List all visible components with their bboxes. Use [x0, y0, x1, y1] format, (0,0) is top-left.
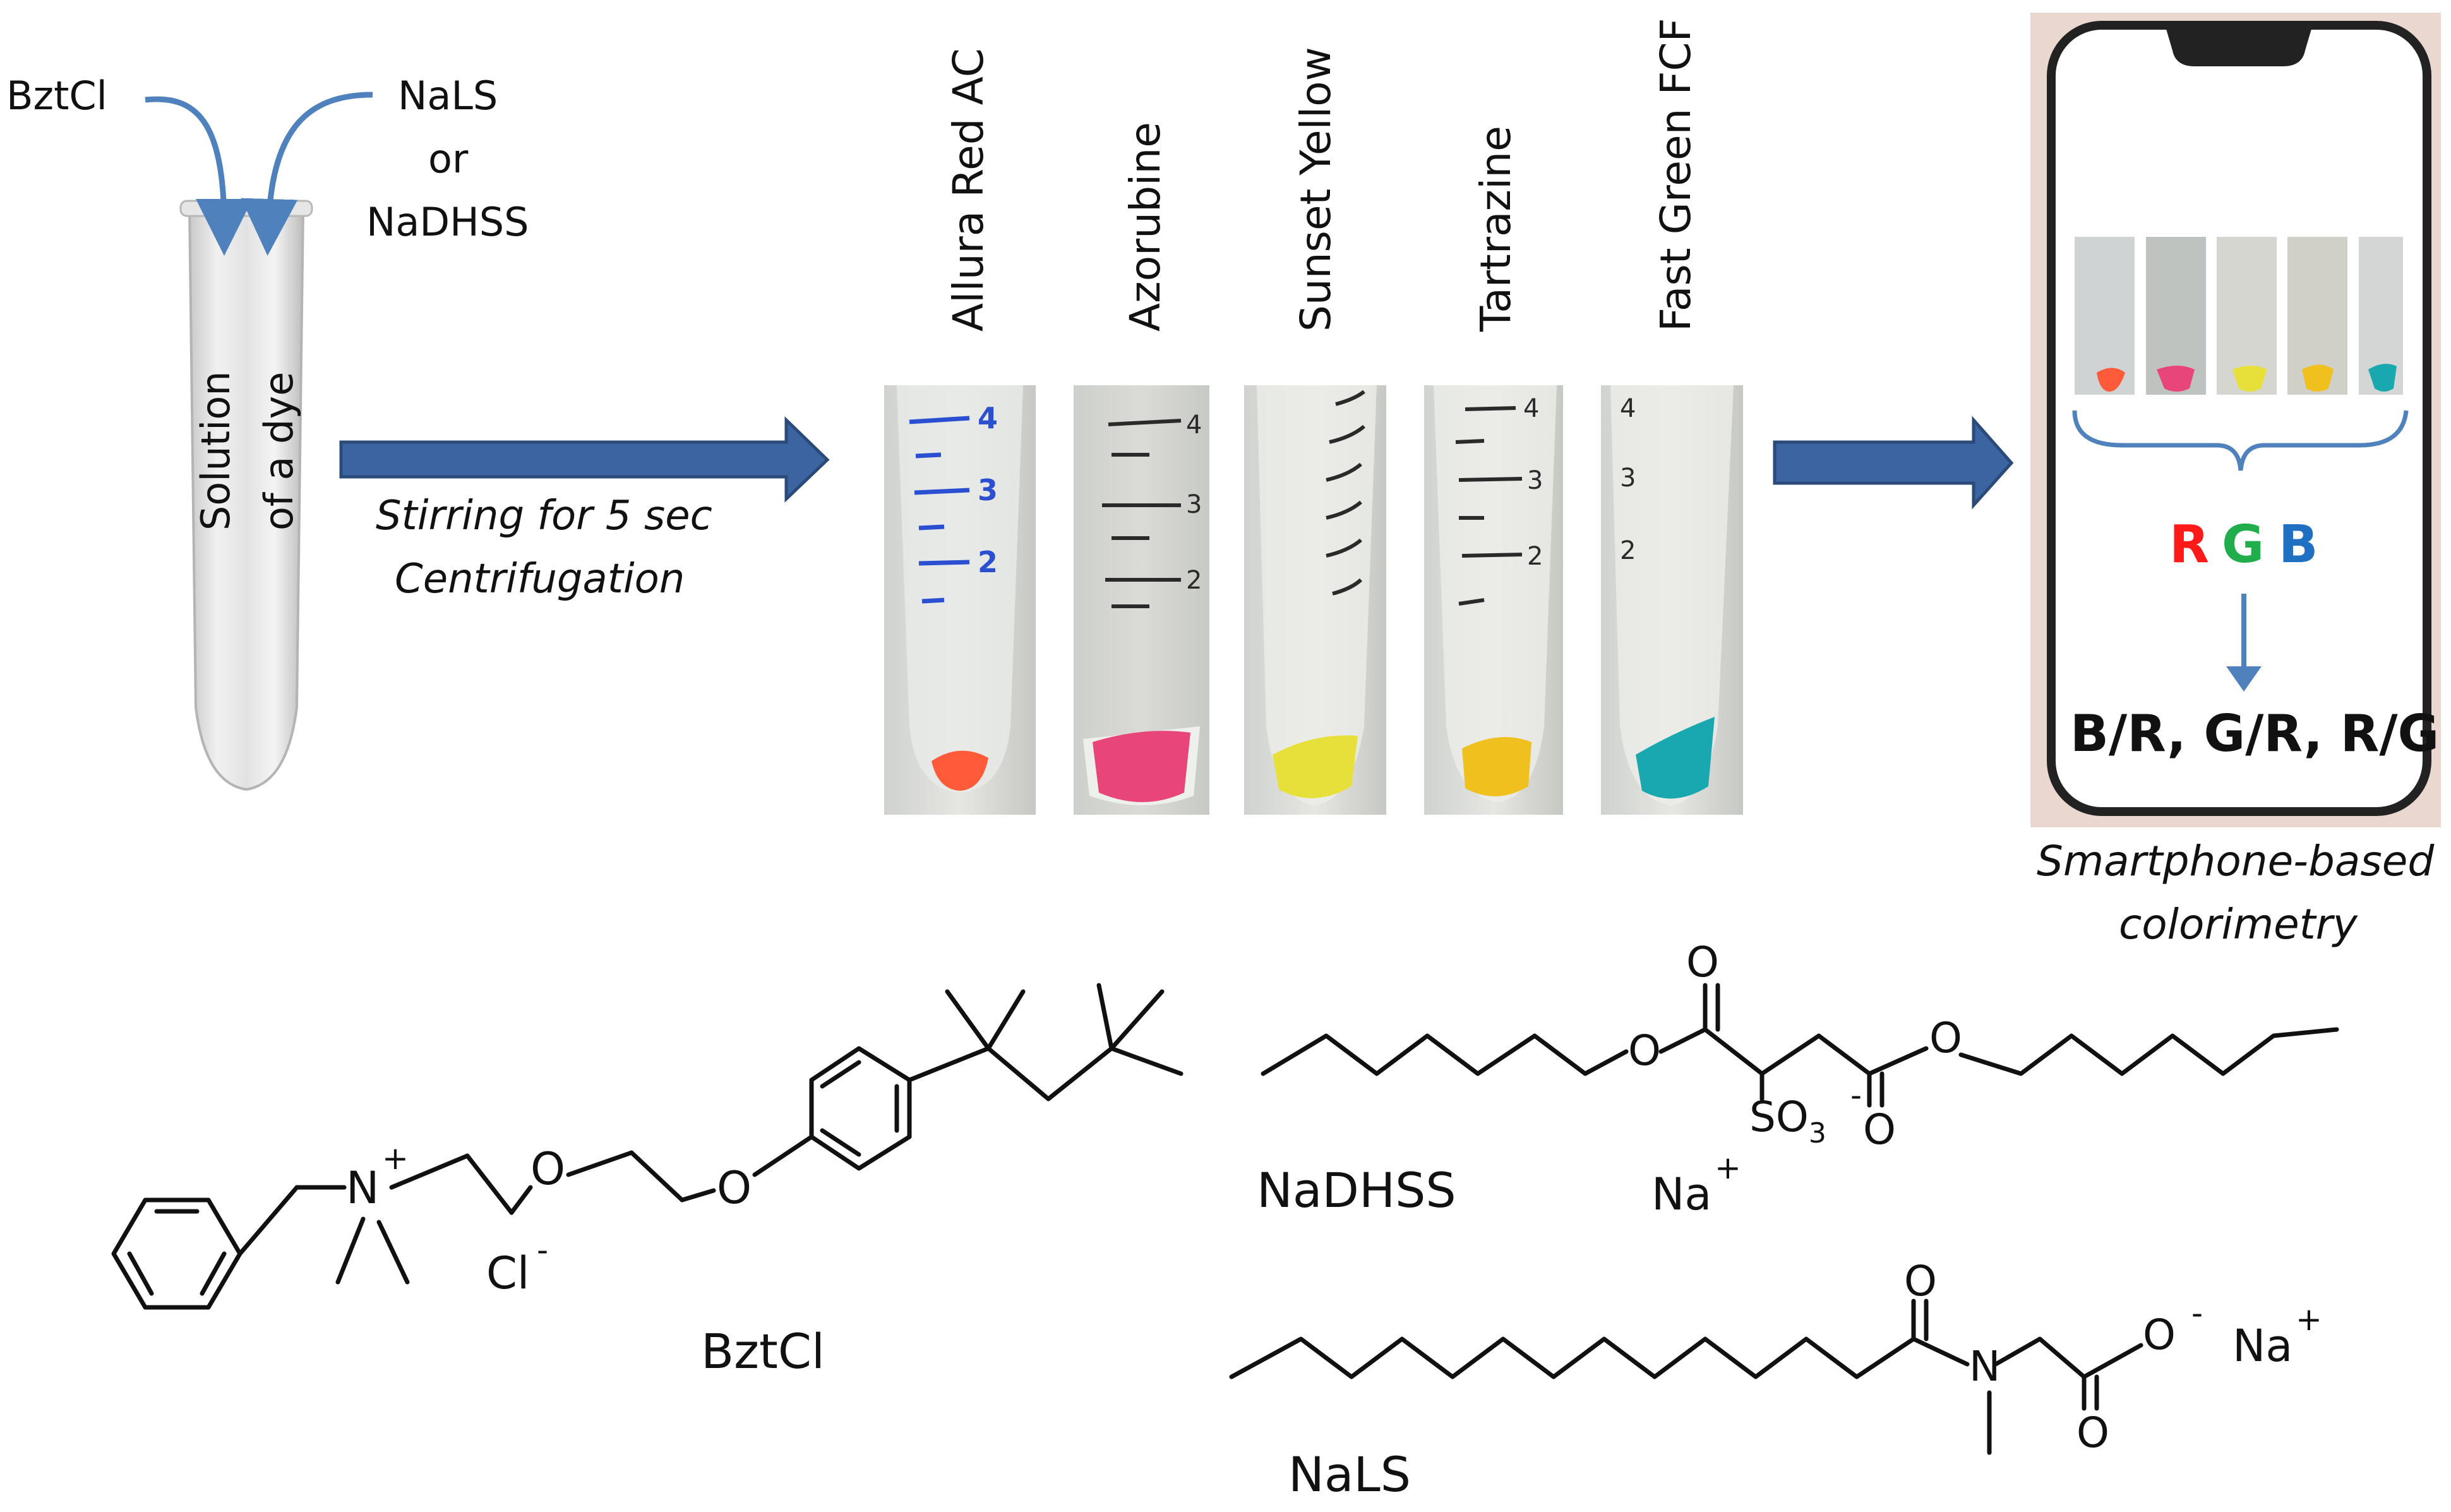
smartphone-caption-line1: Smartphone-based [2037, 837, 2435, 885]
bztcl-n-atom: N [346, 1162, 380, 1214]
bztcl-structure [111, 983, 1184, 1310]
bztcl-name: BztCl [701, 1323, 825, 1379]
tube-photo-4 [1424, 385, 1563, 815]
nals-name: NaLS [1288, 1446, 1411, 1503]
tube-photo-1 [884, 385, 1036, 815]
nals-structure [1229, 1299, 2143, 1455]
dye-label-tartrazine: Tartrazine [1471, 126, 1520, 332]
rgb-g-label: G [2222, 515, 2265, 575]
reagent-nadhss-label: NaDHSS [366, 199, 529, 245]
tube-photo-3 [1244, 385, 1386, 815]
smartphone [2030, 13, 2441, 827]
bztcl-plus-charge: + [382, 1140, 409, 1177]
nals-nitrogen: N [1969, 1342, 2001, 1391]
scale-t5-4: 4 [1620, 394, 1636, 423]
phone-notch [2166, 29, 2311, 66]
process-arrow-2 [1773, 416, 2014, 510]
bztcl-chloride: Cl [486, 1247, 530, 1299]
dye-sediment-sunset-yellow [1273, 735, 1358, 798]
bztcl-oxygen-1: O [530, 1143, 566, 1195]
scale-t2-2: 2 [1186, 566, 1202, 595]
nals-carboxylate-o: O [2143, 1311, 2176, 1359]
bztcl-minus-charge: - [537, 1232, 549, 1268]
tube-photo-5 [1601, 385, 1743, 815]
dye-sediment-allura-red [932, 750, 988, 791]
nadhss-sulfonate: SO3 [1749, 1093, 1826, 1149]
process-step-centrifugation: Centrifugation [395, 556, 685, 603]
nadhss-plus-charge: + [1715, 1149, 1741, 1186]
nadhss-sodium: Na [1651, 1168, 1712, 1220]
process-arrow-1 [339, 416, 830, 503]
dye-label-sunset-yellow: Sunset Yellow [1291, 47, 1340, 332]
reagent-nals-label: NaLS [398, 73, 498, 119]
nadhss-ester-o-2: O [1929, 1014, 1962, 1062]
scale-t1-2: 2 [978, 545, 998, 579]
reagent-or-label: or [428, 136, 469, 182]
scale-t1-3: 3 [978, 473, 998, 507]
process-step-stirring: Stirring for 5 sec [376, 493, 712, 539]
dye-label-fast-green: Fast Green FCF [1651, 18, 1700, 332]
nadhss-carbonyl-o-2: O [1863, 1105, 1896, 1154]
bztcl-oxygen-2: O [717, 1162, 752, 1214]
color-ratios-label: B/R, G/R, R/G [2070, 704, 2440, 763]
smartphone-caption-line2: colorimetry [2119, 900, 2358, 949]
nadhss-name: NaDHSS [1257, 1162, 1456, 1218]
scale-t5-2: 2 [1620, 536, 1636, 565]
dye-sediment-azorubine [1093, 731, 1190, 802]
scale-t4-3: 3 [1527, 466, 1543, 495]
nals-plus-charge: + [2296, 1301, 2322, 1338]
nals-minus-charge: - [2191, 1295, 2203, 1331]
rgb-r-label: R [2169, 515, 2210, 575]
reagent-bztcl-label: BztCl [6, 73, 107, 119]
scale-t4-2: 2 [1527, 542, 1543, 571]
dye-label-azorubine: Azorubine [1121, 122, 1170, 332]
tube-label-line2: of a dye [256, 371, 302, 531]
tube-label-line1: Solution [193, 371, 239, 531]
nadhss-structure [1261, 983, 2339, 1108]
nals-carbonyl-o-2: O [2076, 1408, 2109, 1457]
scale-t4-4: 4 [1523, 394, 1539, 423]
nals-sodium: Na [2232, 1320, 2293, 1372]
bztcl-curved-arrow [145, 96, 253, 256]
dye-sediment-fast-green [1636, 717, 1715, 799]
nals-carbonyl-o: O [1904, 1257, 1937, 1305]
rgb-b-label: B [2279, 515, 2318, 575]
phone-brace [2072, 410, 2409, 471]
scale-t2-3: 3 [1186, 490, 1202, 519]
dye-label-allura-red: Allura Red AC [944, 48, 993, 332]
scale-t2-4: 4 [1186, 411, 1202, 440]
nadhss-minus-charge: - [1850, 1077, 1862, 1113]
nadhss-carbonyl-o-1: O [1686, 938, 1719, 987]
surfactant-curved-arrow [241, 92, 373, 256]
scale-t5-3: 3 [1620, 464, 1636, 493]
dye-sediment-tartrazine [1462, 737, 1531, 796]
nadhss-ester-o-1: O [1628, 1026, 1661, 1075]
scale-t1-4: 4 [978, 401, 998, 435]
tube-photo-2 [1074, 385, 1209, 815]
